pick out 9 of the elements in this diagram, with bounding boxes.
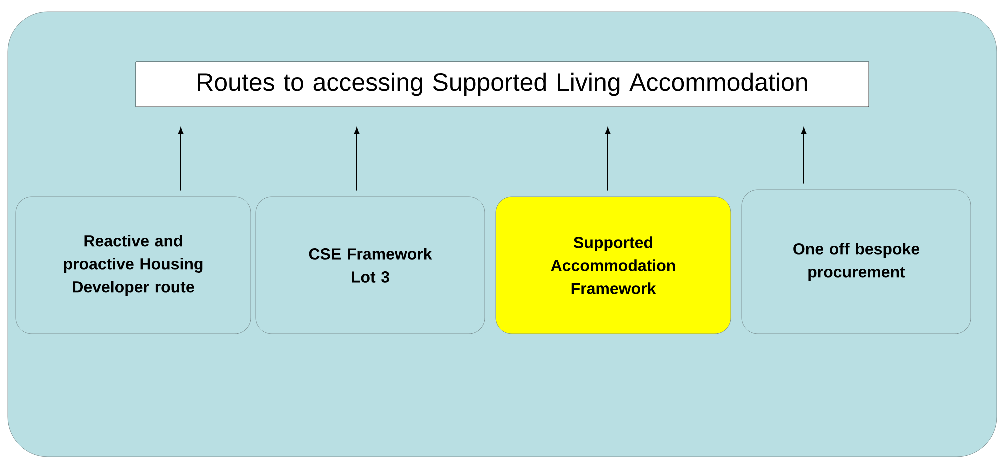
route-box: Reactive and proactive Housing Developer route [16,196,252,334]
route-box: One off bespoke procurement [742,190,972,334]
arrow [605,128,611,192]
arrow [354,128,360,192]
title-box: Routes to accessing Supported Living Accommodation [136,62,870,108]
arrow [801,128,807,184]
route-box: Supported Accommodation Framework [496,196,732,334]
route-box: CSE Framework Lot 3 [256,196,486,334]
arrow [178,128,184,192]
